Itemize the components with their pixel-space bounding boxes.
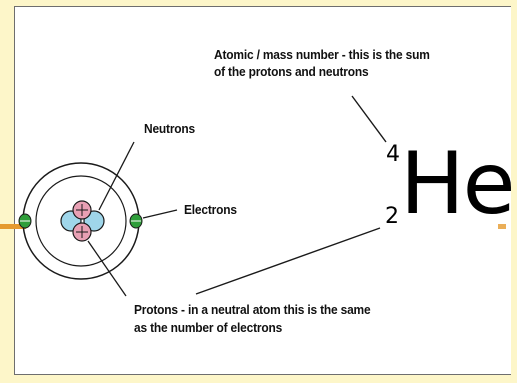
mass-number-label-line-2: of the protons and neutrons (214, 64, 369, 79)
mass-number-pointer (351, 95, 387, 143)
electrons-pointer (142, 209, 178, 219)
left-accent-bar (0, 224, 26, 229)
atomic-number-pointer (195, 227, 381, 295)
neutrons-label: Neutrons (144, 121, 196, 136)
mass-number-label-line-1: Atomic / mass number - this is the sum (214, 47, 430, 62)
protons-label-line-2: as the number of electrons (134, 320, 283, 335)
protons-label-line-1: Protons - in a neutral atom this is the … (134, 302, 371, 317)
content-border (14, 6, 511, 375)
neutrons-pointer (98, 141, 135, 211)
mass-number: 4 (386, 142, 400, 167)
protons-pointer (87, 240, 127, 297)
atomic-number: 2 (385, 204, 399, 229)
inner-electron-shell (35, 175, 127, 267)
electrons-label: Electrons (184, 202, 237, 217)
right-accent-bar (498, 224, 506, 229)
element-symbol: He (400, 134, 516, 234)
